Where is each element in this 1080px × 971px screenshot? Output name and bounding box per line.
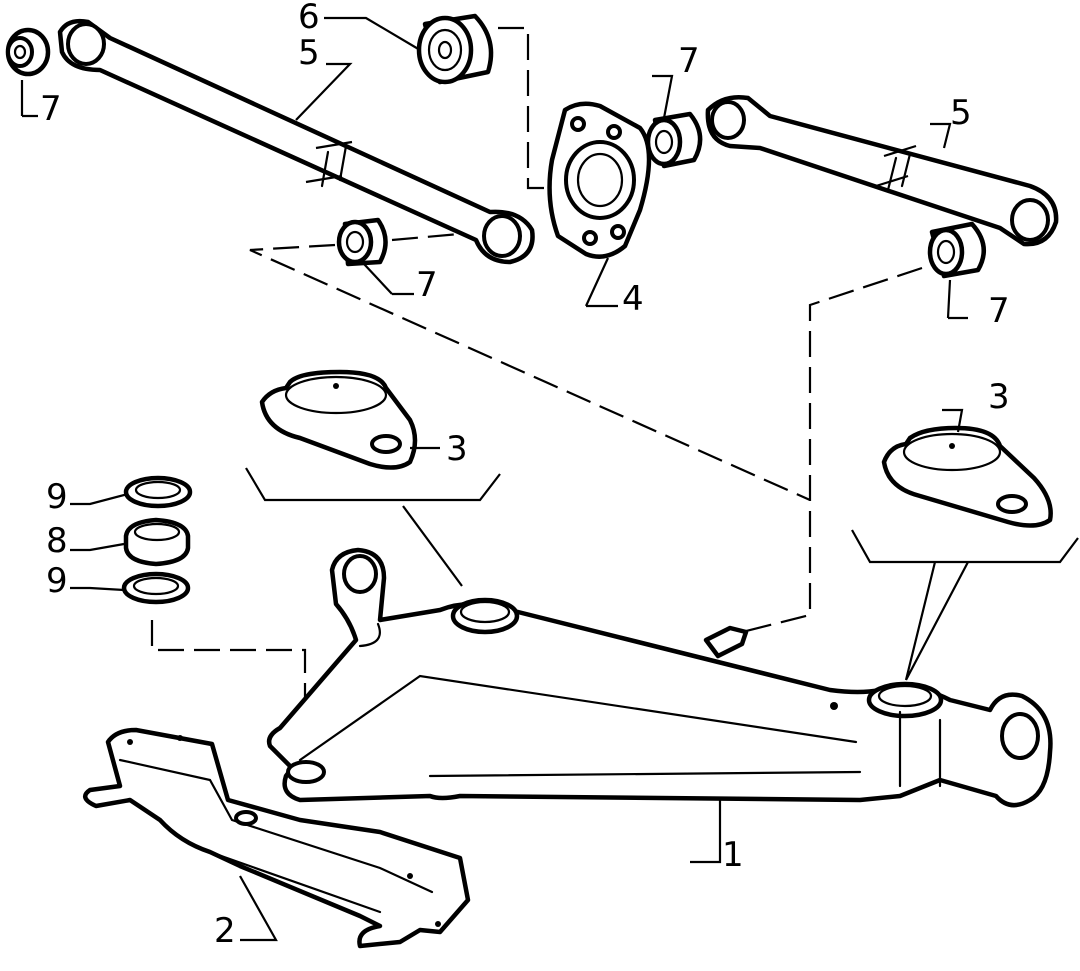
callout-7-mid-left: 7 [416, 265, 438, 305]
bushing-right [927, 221, 986, 279]
link-arm-right [705, 95, 1059, 247]
washer-top [123, 475, 193, 509]
rubber-bushing-large [416, 13, 494, 85]
callout-2: 2 [214, 911, 236, 951]
callout-5-left: 5 [298, 33, 320, 73]
callout-1: 1 [722, 835, 744, 875]
callout-9-top: 9 [46, 477, 68, 517]
bushing-mid-left [336, 217, 388, 267]
callout-9-bottom: 9 [46, 561, 68, 601]
bushing-near-flange [645, 111, 703, 169]
callout-4: 4 [622, 279, 644, 319]
callout-3-right: 3 [988, 377, 1010, 417]
callout-6: 6 [298, 0, 320, 37]
callout-7-near-flange: 7 [678, 41, 700, 81]
callout-5-right: 5 [950, 93, 972, 133]
callout-leaders [20, 16, 1079, 942]
washer-bottom [121, 571, 191, 605]
strut-mount-left [259, 369, 418, 470]
lower-crossmember [82, 727, 471, 949]
bushing-top-left [5, 27, 51, 77]
link-arm-left [57, 18, 535, 265]
flange-plate [547, 101, 652, 259]
callout-7-right: 7 [988, 291, 1010, 331]
strut-mount-right [881, 425, 1053, 528]
center-bushing [123, 517, 191, 567]
rear-subframe [266, 547, 1053, 808]
callout-labels: 6 5 7 7 7 5 7 4 3 3 9 8 9 1 2 [40, 0, 1010, 951]
callout-7-top-left: 7 [40, 89, 62, 129]
callout-3-left: 3 [446, 429, 468, 469]
callout-8: 8 [46, 521, 68, 561]
